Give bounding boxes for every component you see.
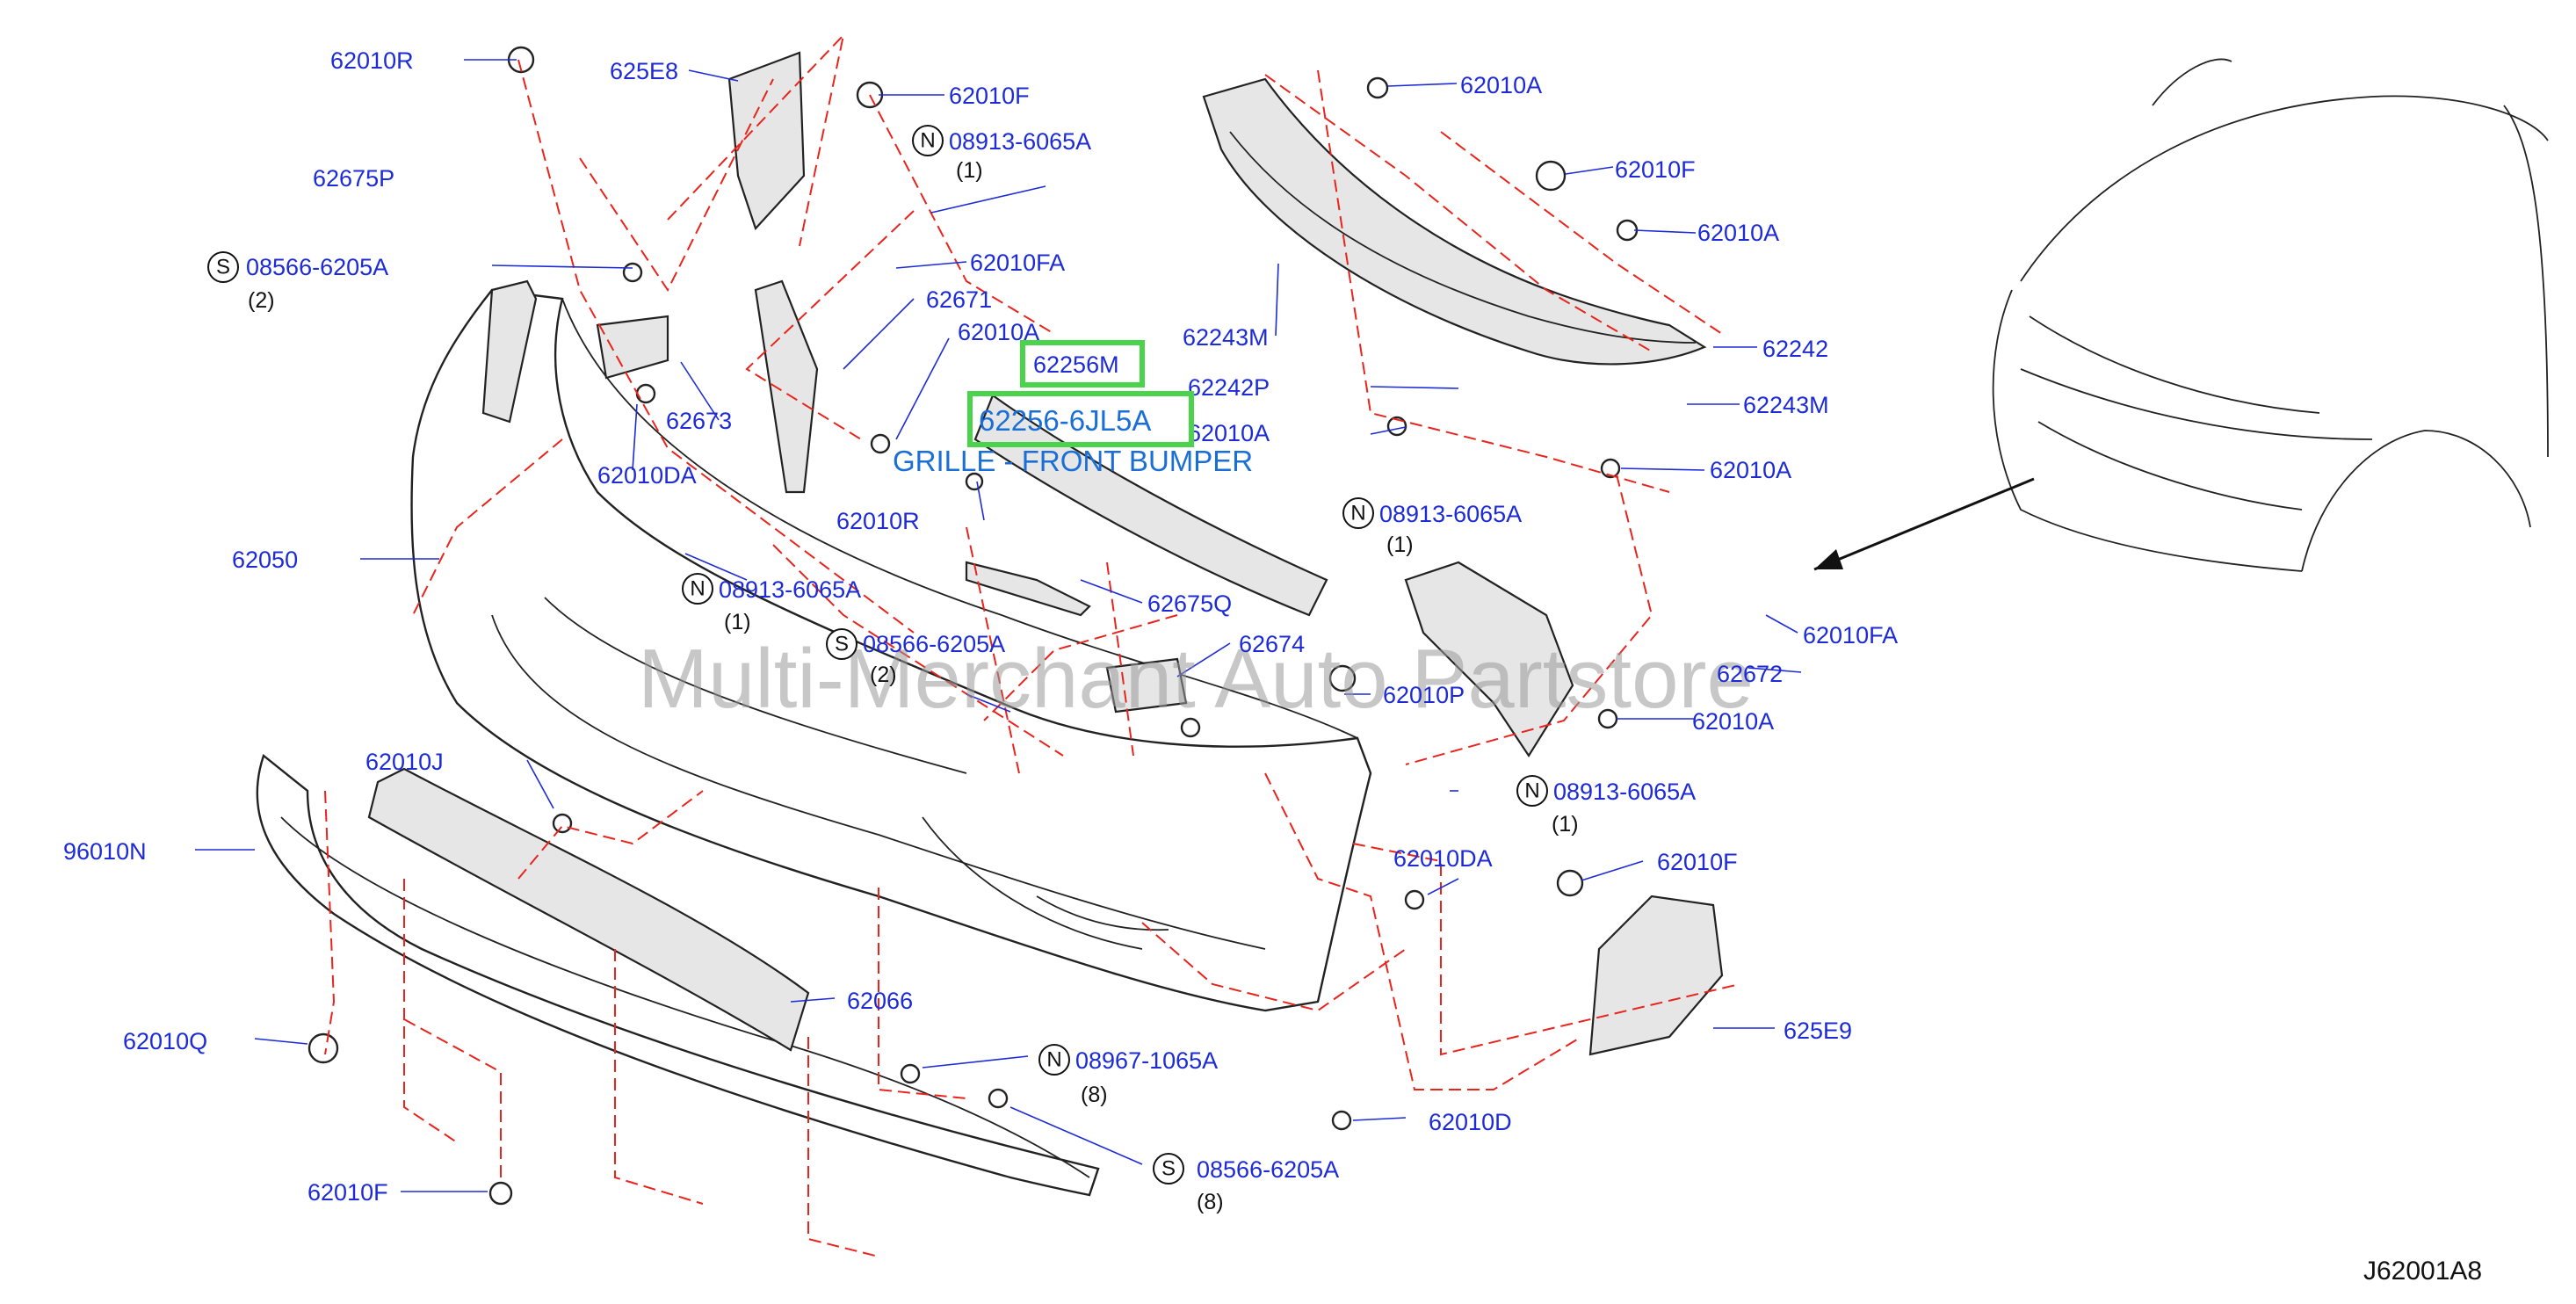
leader-lines (195, 59, 1802, 1192)
badge-circle (1342, 497, 1374, 529)
part-label-08913-6065a-c[interactable]: 08913-6065A (1379, 501, 1522, 527)
fastener-badges: N (1) S (2) N (1) S (2) N (1) N (1) N (8… (207, 125, 1579, 1214)
diagram-reference-code: J62001A8 (2363, 1257, 2482, 1286)
part-label-62242[interactable]: 62242 (1762, 336, 1828, 362)
part-label-62066[interactable]: 62066 (847, 988, 913, 1014)
badge-circle (207, 251, 239, 283)
part-label-08913-6065a-d[interactable]: 08913-6065A (1553, 779, 1696, 805)
part-label-62672[interactable]: 62672 (1717, 661, 1783, 687)
badge-circle (826, 628, 857, 660)
part-label-62010da[interactable]: 62010DA (597, 462, 697, 489)
badge-letter: N (1524, 779, 1539, 803)
part-label-62050[interactable]: 62050 (232, 547, 298, 573)
part-label-62675p[interactable]: 62675P (313, 165, 394, 192)
part-label-62010a-f[interactable]: 62010A (1692, 708, 1774, 735)
part-label-62010j[interactable]: 62010J (365, 749, 444, 775)
highlight-box (967, 391, 1194, 447)
part-labels: 62010R 625E8 62010F 08913-6065A 62675P 6… (63, 47, 1898, 1206)
part-label-62010fa-b[interactable]: 62010FA (1803, 622, 1898, 648)
part-label-62010f-b[interactable]: 62010F (1615, 156, 1696, 183)
quantity-text: (2) (248, 288, 275, 313)
part-drawings (256, 46, 2549, 1206)
part-label-62010q[interactable]: 62010Q (123, 1028, 207, 1054)
part-label-625e9[interactable]: 625E9 (1784, 1018, 1852, 1044)
watermark: Multi-Merchant Auto Partstore (638, 632, 1754, 726)
highlight-part-number-2[interactable]: 62256-6JL5A (979, 404, 1151, 437)
part-label-625e8[interactable]: 625E8 (610, 58, 678, 84)
badge-circle (912, 125, 944, 156)
part-label-62010da-b[interactable]: 62010DA (1393, 845, 1493, 872)
part-label-62010f-c[interactable]: 62010F (1657, 849, 1738, 875)
quantity-text: (8) (1197, 1190, 1224, 1214)
quantity-text: (1) (1386, 532, 1414, 557)
quantity-text: (1) (956, 158, 983, 183)
quantity-text: (8) (1081, 1083, 1108, 1107)
badge-letter: S (1161, 1157, 1176, 1181)
fasteners (308, 46, 1639, 1206)
bumper-under-cover (367, 767, 810, 1052)
part-label-08566-6205a[interactable]: 08566-6205A (246, 254, 388, 280)
part-label-08913-6065a[interactable]: 08913-6065A (949, 128, 1091, 155)
part-label-62010a-b[interactable]: 62010A (1188, 420, 1270, 446)
part-label-62010p[interactable]: 62010P (1383, 682, 1465, 708)
part-label-62010a-c[interactable]: 62010A (1460, 72, 1542, 98)
part-label-62010f-d[interactable]: 62010F (308, 1179, 388, 1206)
part-label-62243m[interactable]: 62243M (1183, 324, 1269, 351)
part-label-08566-6205a-c[interactable]: 08566-6205A (1197, 1156, 1339, 1183)
badge-letter: N (920, 129, 935, 153)
part-label-96010n[interactable]: 96010N (63, 838, 147, 865)
part-label-62671[interactable]: 62671 (926, 286, 992, 313)
bumper-reinforcement-beam (1202, 77, 1707, 366)
badge-letter: N (690, 577, 705, 601)
part-label-62674[interactable]: 62674 (1239, 631, 1305, 657)
quantity-text: (2) (870, 663, 897, 687)
part-label-62242p[interactable]: 62242P (1188, 374, 1270, 401)
part-label-62243m-b[interactable]: 62243M (1743, 392, 1829, 418)
lower-spoiler (256, 753, 1100, 1197)
badge-letter: S (216, 256, 230, 279)
highlighted-part: 62256M 62256-6JL5A GRILLE - FRONT BUMPER (893, 340, 1253, 477)
part-label-62010a-e[interactable]: 62010A (1710, 457, 1791, 483)
quantity-text: (1) (724, 610, 751, 634)
part-label-62010a-d[interactable]: 62010A (1697, 220, 1779, 246)
vehicle-location-inset (1813, 58, 2549, 572)
badge-letter: S (835, 633, 849, 656)
part-label-08566-6205a-b[interactable]: 08566-6205A (863, 631, 1005, 657)
badge-circle (682, 573, 713, 605)
part-label-62010r-b[interactable]: 62010R (836, 508, 920, 534)
badge-letter: N (1046, 1048, 1061, 1072)
highlight-part-number[interactable]: 62256M (1033, 351, 1119, 378)
badge-circle (1516, 775, 1548, 807)
quantity-text: (1) (1552, 812, 1579, 837)
badge-circle (1038, 1044, 1070, 1076)
highlight-box (1020, 340, 1145, 388)
exploded-view-dashed-lines (324, 32, 1740, 1257)
part-label-62010fa[interactable]: 62010FA (970, 250, 1065, 276)
badge-circle (1153, 1153, 1184, 1184)
part-label-62675q[interactable]: 62675Q (1147, 590, 1232, 617)
part-label-08967-1065a[interactable]: 08967-1065A (1075, 1047, 1218, 1074)
badge-letter: N (1350, 502, 1365, 525)
part-label-62673[interactable]: 62673 (666, 408, 732, 434)
part-label-62010r[interactable]: 62010R (330, 47, 414, 74)
side-brackets (481, 51, 1724, 1056)
part-label-08913-6065a-b[interactable]: 08913-6065A (719, 576, 861, 603)
highlight-part-description: GRILLE - FRONT BUMPER (893, 445, 1253, 477)
part-label-62010f[interactable]: 62010F (949, 83, 1030, 109)
part-label-62010d[interactable]: 62010D (1429, 1109, 1512, 1135)
